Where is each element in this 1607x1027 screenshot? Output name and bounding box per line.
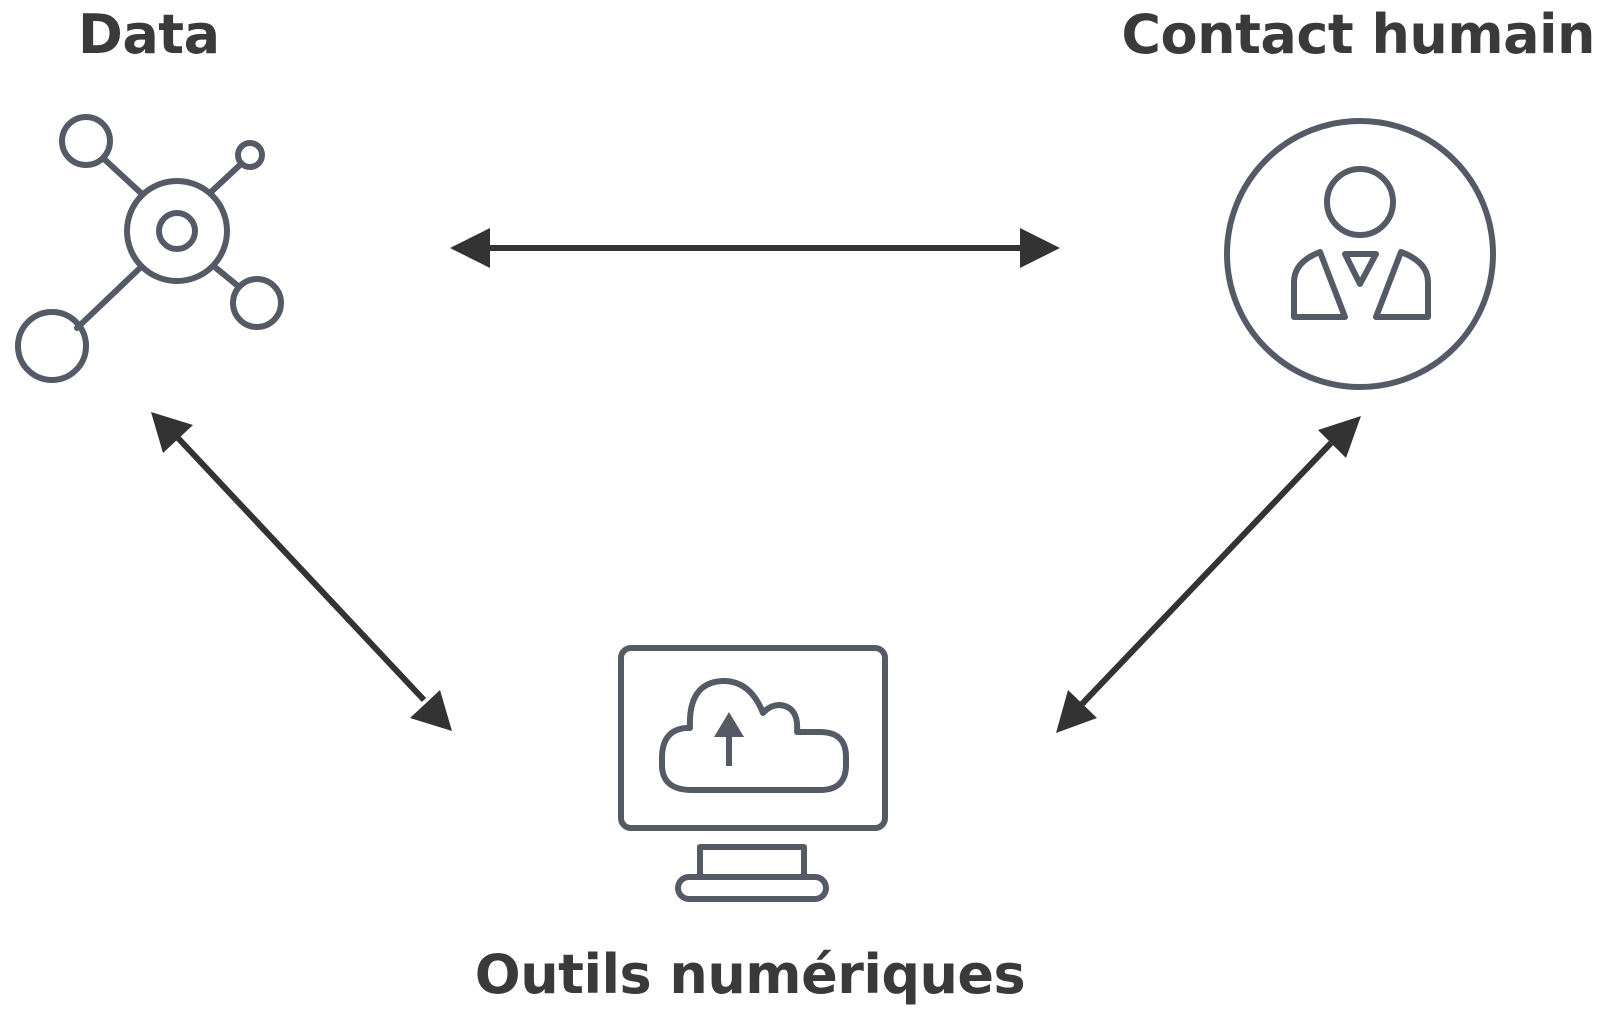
monitor-cloud-upload-icon — [618, 645, 888, 902]
node-label-data: Data — [78, 3, 220, 66]
arrow-data-contact — [450, 228, 1060, 268]
node-label-outils-numeriques: Outils numériques — [474, 943, 1026, 1006]
network-hub-icon — [15, 114, 284, 383]
arrow-contact-outils — [1056, 416, 1361, 733]
node-label-contact-humain: Contact humain — [1121, 3, 1595, 66]
upload-arrow-icon — [714, 712, 744, 737]
arrow-data-outils — [151, 412, 452, 731]
person-circle-icon — [1224, 118, 1496, 390]
